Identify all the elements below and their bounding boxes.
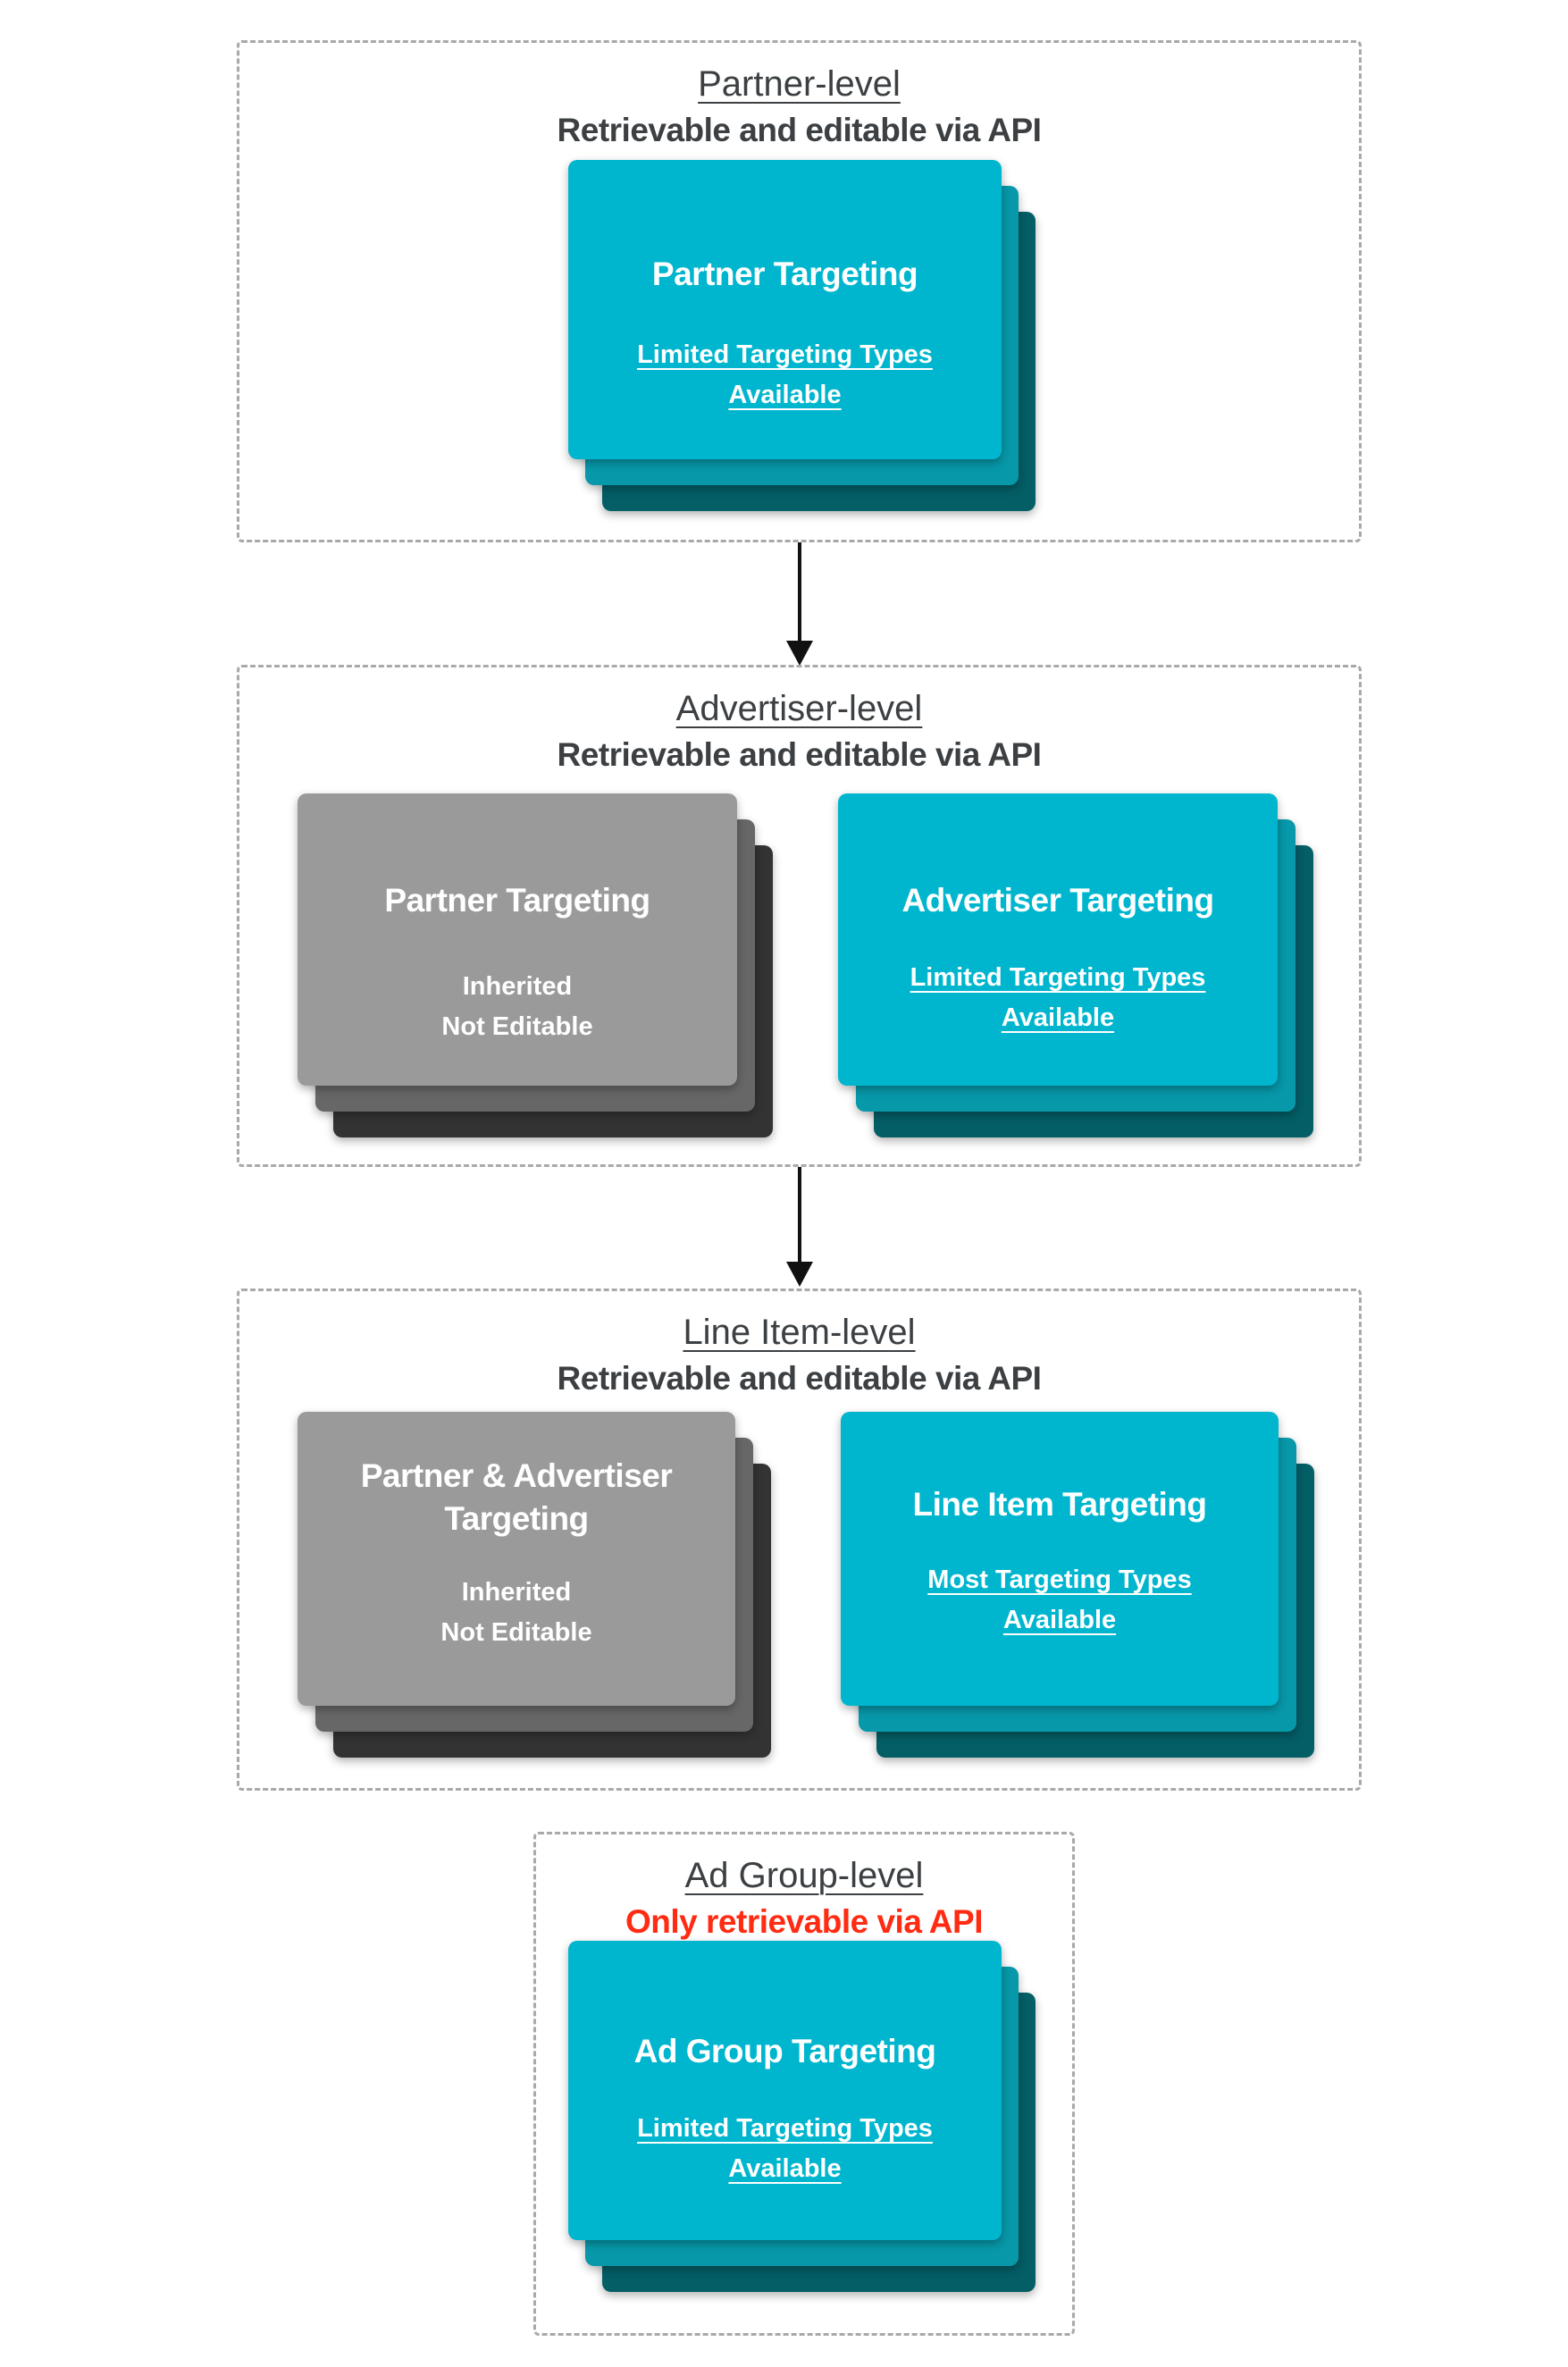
card-title: Partner Targeting — [651, 256, 918, 292]
section-title-advertiser-level: Advertiser-level — [675, 689, 923, 728]
ad-group-targeting-card: Ad Group Targeting Limited Targeting Typ… — [568, 1941, 1002, 2240]
line-item-targeting-card: Line Item Targeting Most Targeting Types… — [841, 1412, 1279, 1706]
arrow-head — [786, 641, 813, 666]
section-subtitle-partner-level: Retrievable and editable via API — [557, 112, 1042, 148]
card-title: Line Item Targeting — [912, 1486, 1207, 1523]
section-ad-group-level: Ad Group-level Only retrievable via API — [533, 1832, 1075, 2336]
card-title: Partner & Advertiser Targeting — [360, 1457, 673, 1538]
inherited-partner-advertiser-targeting-card: Partner & Advertiser Targeting Inherited… — [298, 1412, 735, 1706]
section-subtitle-ad-group-level: Only retrievable via API — [625, 1903, 984, 1940]
card-subtitle: Limited Targeting Types Available — [910, 963, 1206, 1033]
card-title: Partner Targeting — [384, 882, 650, 919]
card-subtitle: Limited Targeting Types Available — [637, 2114, 933, 2184]
advertiser-targeting-card: Advertiser Targeting Limited Targeting T… — [838, 793, 1278, 1086]
arrow-shaft — [798, 1167, 801, 1263]
card-body: Inherited Not Editable — [441, 972, 593, 1042]
section-title-ad-group-level: Ad Group-level — [684, 1856, 924, 1895]
section-subtitle-advertiser-level: Retrievable and editable via API — [557, 736, 1042, 773]
card-title: Ad Group Targeting — [633, 2033, 936, 2069]
section-partner-level: Partner-level Retrievable and editable v… — [237, 40, 1362, 542]
inherited-partner-targeting-card: Partner Targeting Inherited Not Editable — [298, 793, 737, 1086]
arrow-shaft — [798, 542, 801, 642]
card-body: Inherited Not Editable — [440, 1578, 592, 1648]
section-advertiser-level: Advertiser-level Retrievable and editabl… — [237, 665, 1362, 1167]
section-subtitle-line-item-level: Retrievable and editable via API — [557, 1360, 1042, 1397]
card-title: Advertiser Targeting — [901, 882, 1214, 919]
card-subtitle: Most Targeting Types Available — [927, 1565, 1192, 1635]
partner-targeting-card: Partner Targeting Limited Targeting Type… — [568, 160, 1002, 459]
section-title-partner-level: Partner-level — [698, 64, 901, 104]
card-subtitle: Limited Targeting Types Available — [637, 340, 933, 410]
arrow-head — [786, 1262, 813, 1287]
section-title-line-item-level: Line Item-level — [683, 1313, 916, 1352]
section-line-item-level: Line Item-level Retrievable and editable… — [237, 1288, 1362, 1791]
